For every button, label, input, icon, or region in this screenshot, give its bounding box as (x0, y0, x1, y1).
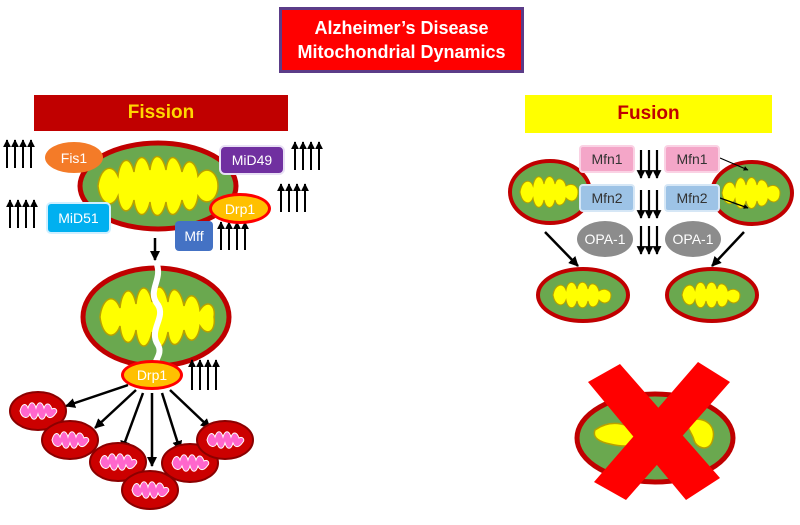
title-line-2: Mitochondrial Dynamics (297, 42, 506, 62)
mfn2-protein-label-right: Mfn2 (664, 184, 720, 212)
opa1-protein-label-right: OPA-1 (665, 221, 721, 257)
fragmented-mitochondrion (9, 391, 67, 431)
fragmentation-arrows (65, 383, 211, 467)
mfn1-protein-label-right: Mfn1 (664, 145, 720, 173)
mff-protein-label: Mff (175, 221, 213, 251)
diagram-title: Alzheimer’s Disease Mitochondrial Dynami… (279, 7, 524, 73)
mitochondrion-fusion-left (508, 159, 592, 225)
fusion-down-arrows (544, 231, 745, 267)
cross-mark-icon (588, 362, 730, 500)
upregulation-arrows-fis1 (3, 139, 35, 168)
upregulation-arrows-drp1-bottom (188, 359, 220, 390)
mitochondrion-fusion-right (710, 160, 794, 226)
fragmented-mitochondrion (121, 470, 179, 510)
mid49-protein-label: MiD49 (219, 145, 285, 175)
upregulation-arrows-mff (217, 221, 249, 250)
upregulation-arrows-mid49 (291, 141, 323, 170)
fusion-side-arrows (719, 157, 749, 209)
fragmented-mitochondria (9, 391, 254, 510)
mitochondrion-fused-left (536, 267, 630, 323)
mid51-protein-label: MiD51 (46, 202, 111, 234)
fragmented-mitochondrion (41, 420, 99, 460)
mitochondrion-fission-top (77, 140, 239, 232)
fusion-tether-arrows (636, 150, 662, 255)
mitochondrion-splitting (80, 260, 232, 374)
fusion-header: Fusion (525, 95, 772, 133)
mfn1-protein-label-left: Mfn1 (579, 145, 635, 173)
upregulation-arrows-mid51 (6, 199, 38, 228)
drp1-protein-label-top: Drp1 (209, 193, 271, 224)
mfn2-protein-label-left: Mfn2 (579, 184, 635, 212)
drp1-protein-label-bottom: Drp1 (121, 360, 183, 390)
fis1-protein-label: Fis1 (45, 142, 103, 173)
title-line-1: Alzheimer’s Disease (314, 18, 489, 38)
fragmented-mitochondrion (89, 442, 147, 482)
mitochondrion-fused-right (665, 267, 759, 323)
opa1-protein-label-left: OPA-1 (577, 221, 633, 257)
fission-header: Fission (34, 95, 288, 131)
upregulation-arrows-drp1-top (277, 183, 309, 212)
fragmented-mitochondrion (196, 420, 254, 460)
